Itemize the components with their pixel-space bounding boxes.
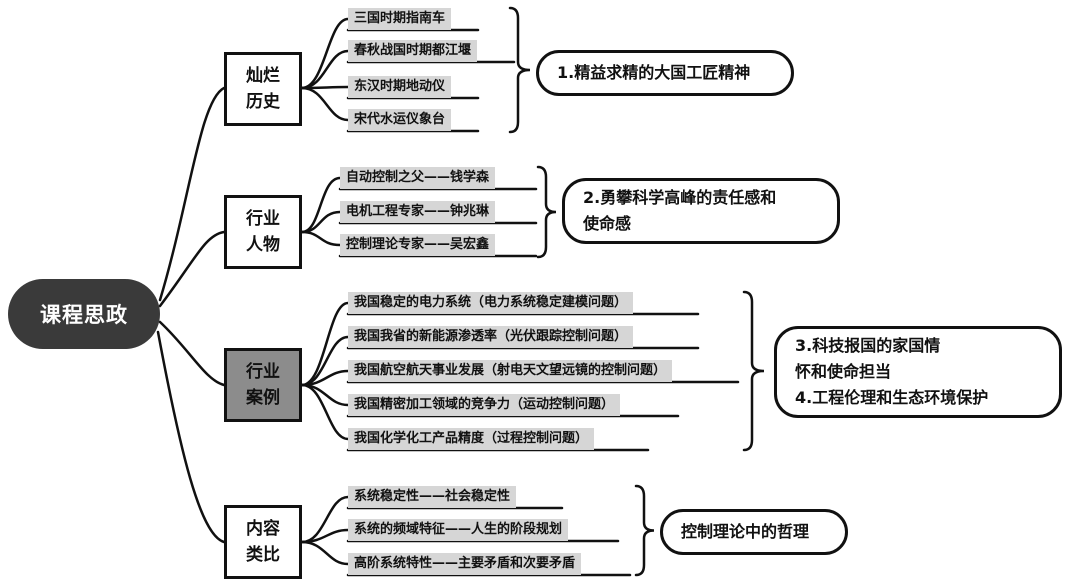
category-cases: 行业 案例	[224, 348, 302, 422]
branch-connector	[300, 176, 342, 234]
category-history: 灿烂 历史	[224, 52, 302, 126]
leaf-item: 自动控制之父——钱学森	[340, 167, 496, 189]
leaf-item: 系统稳定性——社会稳定性	[348, 486, 517, 508]
category-people: 行业 人物	[224, 195, 302, 269]
leaf-item: 我国稳定的电力系统（电力系统稳定建模问题）	[348, 292, 634, 314]
goal-box: 3.科技报国的家国情 怀和使命担当 4.工程伦理和生态环境保护	[774, 326, 1062, 418]
root-connector	[158, 86, 226, 302]
leaf-item: 我国我省的新能源渗透率（光伏跟踪控制问题）	[348, 326, 634, 348]
branch-connector	[300, 383, 350, 441]
brace	[536, 165, 557, 259]
leaf-item: 高阶系统特性——主要矛盾和次要矛盾	[348, 553, 582, 575]
root-connector	[158, 230, 226, 308]
goal-box: 控制理论中的哲理	[660, 509, 848, 555]
leaf-item: 宋代水运仪象台	[348, 109, 452, 131]
leaf-item: 电机工程专家——钟兆琳	[340, 201, 496, 223]
leaf-item: 春秋战国时期都江堰	[348, 40, 478, 62]
goal-box: 1.精益求精的大国工匠精神	[536, 50, 794, 96]
leaf-item: 我国精密加工领域的竞争力（运动控制问题）	[348, 394, 621, 416]
leaf-item: 我国化学化工产品精度（过程控制问题）	[348, 428, 595, 450]
goal-box: 2.勇攀科学高峰的责任感和 使命感	[562, 178, 840, 244]
leaf-item: 东汉时期地动仪	[348, 76, 452, 98]
brace	[742, 290, 765, 452]
branch-connector	[300, 301, 350, 387]
branch-connector	[300, 230, 342, 247]
branch-connector	[300, 540, 350, 566]
leaf-item: 我国航空航天事业发展（射电天文望远镜的控制问题）	[348, 360, 673, 382]
brace	[634, 484, 655, 577]
leaf-item: 系统的频域特征——人生的阶段规划	[348, 519, 569, 541]
brace	[508, 6, 531, 134]
leaf-item: 控制理论专家——吴宏鑫	[340, 234, 496, 256]
root-node: 课程思政	[8, 279, 160, 349]
root-connector	[156, 330, 226, 544]
category-analogy: 内容 类比	[224, 505, 302, 579]
root-connector	[158, 320, 226, 387]
leaf-item: 三国时期指南车	[348, 8, 452, 30]
branch-connector	[300, 86, 350, 122]
